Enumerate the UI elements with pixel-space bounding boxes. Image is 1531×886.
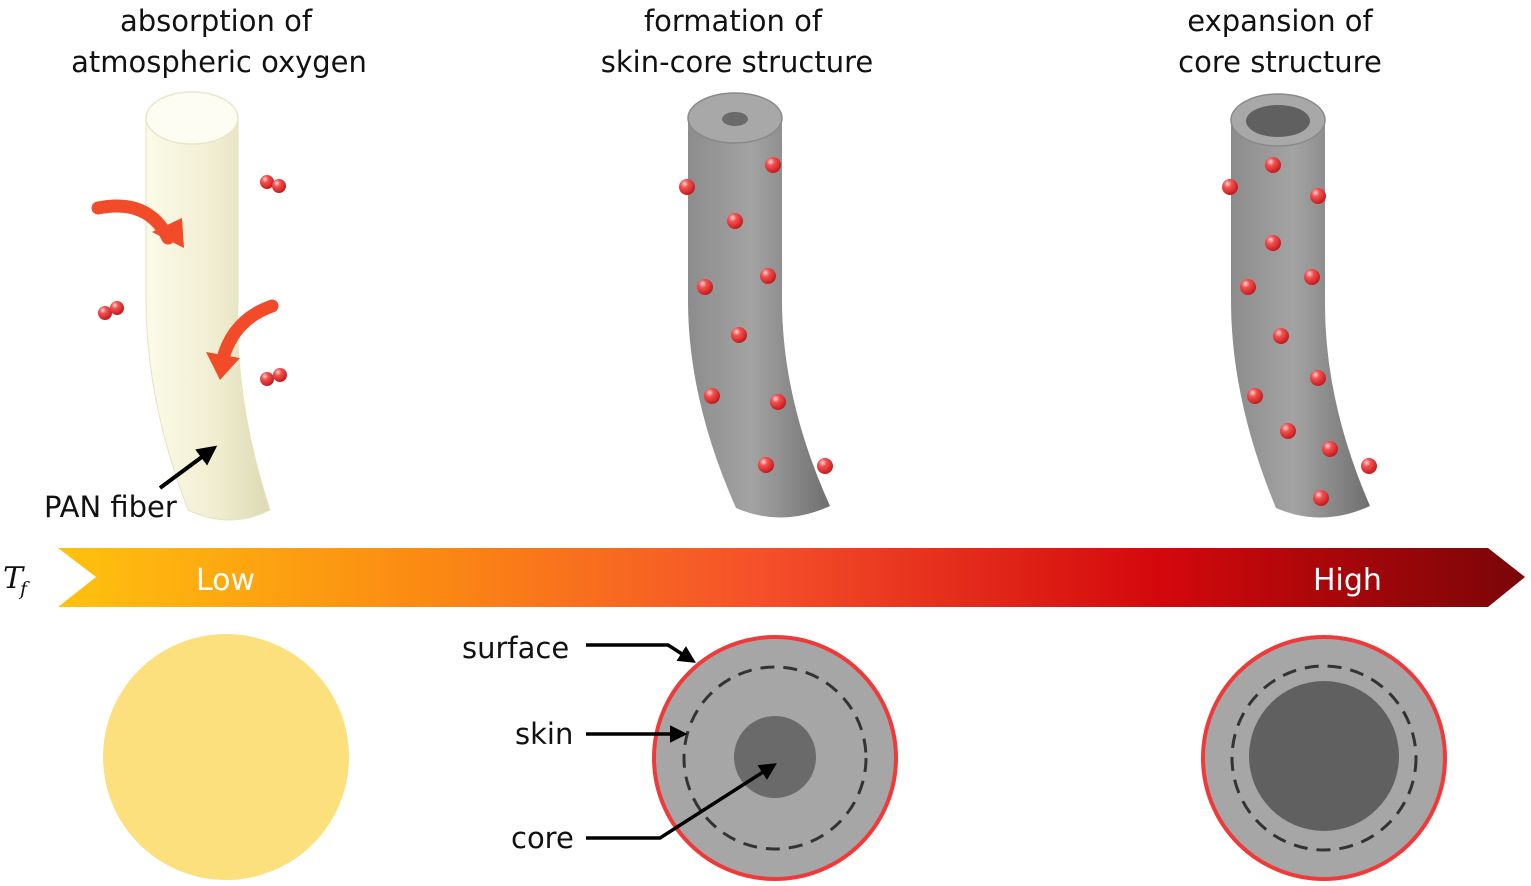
oxygen-atom-icon xyxy=(704,388,720,404)
stage-3-title-line2: core structure xyxy=(1178,45,1382,79)
pan-fiber-body xyxy=(145,117,271,521)
stage-2-title-line2: skin-core structure xyxy=(601,45,873,79)
stage-2-title-line1: formation of xyxy=(644,4,823,38)
oxygen-atom-icon xyxy=(817,458,833,474)
oxygen-atom-icon xyxy=(1240,279,1256,295)
skin-core-fiber-body xyxy=(688,118,830,518)
core-label: core xyxy=(511,821,574,855)
oxygen-atom-icon xyxy=(1310,188,1326,204)
oxygen-atom-icon xyxy=(1310,370,1326,386)
oxygen-atom-icon xyxy=(1361,458,1377,474)
oxygen-atoms-stage-2 xyxy=(679,157,833,474)
core-pointer-arrow xyxy=(586,763,777,840)
skin-core-cross-section xyxy=(652,635,898,881)
stage-3-title-line1: expansion of xyxy=(1187,4,1373,38)
surface-pointer-arrow xyxy=(586,643,696,663)
pan-fiber-top xyxy=(145,91,239,145)
pan-fiber-label: PAN fiber xyxy=(44,490,177,524)
temperature-high-label: High xyxy=(1313,563,1382,598)
oxygen-atoms-stage-3 xyxy=(1222,157,1377,506)
expanded-core-cross-section xyxy=(1201,635,1447,881)
oxygen-atom-icon xyxy=(1265,235,1281,251)
oxygen-atom-icon xyxy=(1313,490,1329,506)
expanded-core-fiber-body xyxy=(1231,118,1370,518)
oxygen-atom-icon xyxy=(1222,179,1238,195)
skin-boundary-dashed xyxy=(682,665,868,851)
oxygen-atom-icon xyxy=(727,213,743,229)
oxygen-atom-icon xyxy=(1247,388,1263,404)
expanded-skin-boundary-dashed xyxy=(1230,664,1418,852)
surface-label: surface xyxy=(462,631,569,665)
oxygen-atom-icon xyxy=(765,157,781,173)
oxygen-atom-icon xyxy=(1265,157,1281,173)
stage-1-title: absorption of atmospheric oxygen xyxy=(71,4,367,79)
oxygen-molecule-icon xyxy=(98,301,124,320)
expanded-core-fiber xyxy=(1230,93,1370,518)
oxygen-atom-icon xyxy=(770,394,786,410)
skin-core-fiber xyxy=(687,92,830,518)
oxygen-atom-icon xyxy=(1273,328,1289,344)
pan-fiber-pointer-arrow xyxy=(158,445,218,490)
stage-2-title: formation of skin-core structure xyxy=(601,4,873,79)
oxygen-atom-icon xyxy=(679,179,695,195)
oxygen-atom-icon xyxy=(758,457,774,473)
stage-3-title: expansion of core structure xyxy=(1178,4,1382,79)
temperature-low-label: Low xyxy=(196,563,255,598)
temperature-symbol: T xyxy=(3,561,25,596)
pan-fiber xyxy=(145,91,271,521)
oxygen-atom-icon xyxy=(1280,423,1296,439)
stage-1-title-line1: absorption of xyxy=(120,4,313,38)
oxygen-molecule-icon xyxy=(260,175,286,193)
skin-core-fiber-top-core xyxy=(722,112,748,126)
temperature-gradient-arrow xyxy=(58,548,1525,607)
oxygen-atom-icon xyxy=(731,327,747,343)
skin-label: skin xyxy=(515,717,573,751)
curved-arrow-icon xyxy=(91,199,184,248)
oxygen-atom-icon xyxy=(697,279,713,295)
large-core xyxy=(1249,681,1399,831)
expanded-core-fiber-top-core xyxy=(1246,105,1310,137)
temperature-axis: T f Low High xyxy=(3,548,1525,607)
oxygen-molecule-icon xyxy=(260,368,287,386)
oxygen-atom-icon xyxy=(1304,269,1320,285)
oxygen-atom-icon xyxy=(760,268,776,284)
curved-arrow-icon xyxy=(206,299,279,380)
temperature-subscript: f xyxy=(18,578,30,600)
small-core xyxy=(734,716,816,798)
stage-1-title-line2: atmospheric oxygen xyxy=(71,45,367,79)
oxygen-atom-icon xyxy=(1322,441,1338,457)
pan-fiber-cross-section xyxy=(103,634,349,880)
